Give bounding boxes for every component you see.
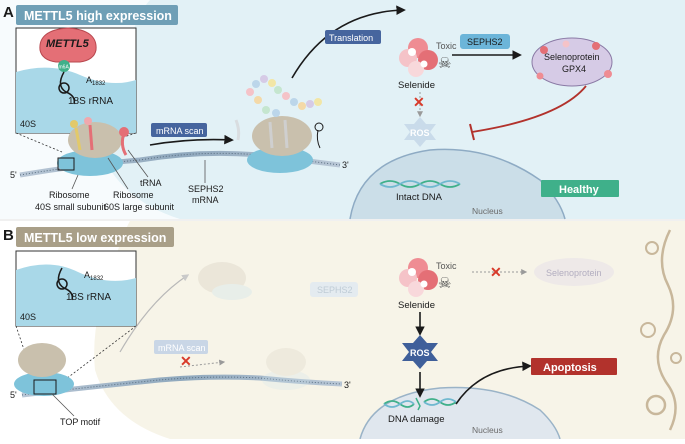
mettl5-protein xyxy=(39,27,97,63)
sephs2-box-b xyxy=(310,282,358,297)
site-a1832-a: A1832 xyxy=(86,75,106,87)
panel-a: A METTL5 high expression METTL5 m6A A183… xyxy=(0,0,685,220)
top-motif-label: TOP motif xyxy=(60,417,101,427)
dna-damage-label: DNA damage xyxy=(388,414,445,425)
trna-label: tRNA xyxy=(140,178,162,188)
dna-intact xyxy=(379,180,461,188)
ribosome-ghost xyxy=(198,262,252,300)
panel-b: B METTL5 low expression A1832 18S rRNA 4… xyxy=(0,221,685,440)
m6a-mark xyxy=(58,60,70,72)
mrna-scan-box-b xyxy=(154,340,208,354)
selenoprotein-faded xyxy=(534,258,614,286)
ros-star-a xyxy=(404,117,436,147)
panel-a-title: METTL5 high expression xyxy=(24,9,172,23)
ros-label-b: ROS xyxy=(410,348,430,358)
panel-b-title: METTL5 low expression xyxy=(24,231,166,245)
apoptosis-badge xyxy=(531,358,617,375)
ribosome-large-label: Ribosome xyxy=(113,190,154,200)
intact-dna-label: Intact DNA xyxy=(396,192,443,203)
ros-label-a: ROS xyxy=(410,128,430,138)
trna-free xyxy=(119,127,129,156)
toxic-label-a: Toxic xyxy=(436,41,457,51)
dna-damaged xyxy=(383,397,457,411)
ribosome-translating xyxy=(247,116,313,173)
skull-icon-b: ☠ xyxy=(438,275,451,292)
translation-box xyxy=(325,30,381,44)
scan-arrow-a xyxy=(149,134,234,146)
nascent-peptide xyxy=(246,75,322,117)
ribosome-large-sublabel: 60S large subunit xyxy=(104,202,175,212)
nucleus-label-a: Nucleus xyxy=(472,206,503,216)
sephs2-box-a xyxy=(460,34,510,49)
mrna-scan-box-a xyxy=(151,123,207,137)
apoptosis-label: Apoptosis xyxy=(543,362,597,374)
m6a-label: m6A xyxy=(59,65,70,71)
three-prime-b: 3' xyxy=(344,380,351,390)
panel-a-header xyxy=(16,5,178,25)
five-prime-a: 5' xyxy=(10,170,17,180)
mrna-scan-label-a: mRNA scan xyxy=(156,126,204,136)
ribosome-small-label: Ribosome xyxy=(49,190,90,200)
nucleus-a xyxy=(350,149,565,219)
site-a1832-b: A1832 xyxy=(84,270,104,282)
skull-icon: ☠ xyxy=(438,55,451,72)
ribosome-stalled xyxy=(14,343,74,396)
selenide-label-b: Selenide xyxy=(398,300,435,311)
rrna-label-b: 18S rRNA xyxy=(66,292,111,303)
healthy-label: Healthy xyxy=(559,184,600,196)
cell-b-background xyxy=(94,221,685,439)
rrna-label-a: 18S rRNA xyxy=(68,96,113,107)
ros-star-b xyxy=(402,335,438,369)
translation-label: Translation xyxy=(329,33,373,43)
gpx4-label: GPX4 xyxy=(562,64,586,74)
inset-a: METTL5 m6A A1832 18S rRNA 40S xyxy=(15,27,137,134)
mrna-scan-label-b: mRNA scan xyxy=(158,343,206,353)
sephs2-label-a: SEPHS2 xyxy=(467,37,503,47)
toxic-label-b: Toxic xyxy=(436,261,457,271)
subunit-label-a: 40S xyxy=(20,119,36,129)
apoptosis-arrow xyxy=(455,361,532,405)
panel-b-header xyxy=(16,227,174,247)
panel-a-letter: A xyxy=(3,4,14,21)
translation-arrow xyxy=(291,5,406,79)
sephs2-mrna-sublabel: mRNA xyxy=(192,195,219,205)
five-prime-b: 5' xyxy=(10,390,17,400)
sephs2-mrna-label: SEPHS2 xyxy=(188,184,224,194)
block-cross-b: ✕ xyxy=(490,264,502,280)
inset-b: A1832 18S rRNA 40S xyxy=(15,250,137,327)
subunit-label-b: 40S xyxy=(20,312,36,322)
ribosome-ghost-2 xyxy=(262,348,310,390)
selenoprotein-label-b: Selenoprotein xyxy=(546,268,602,278)
selenide-cluster-a xyxy=(399,38,438,77)
block-cross-a: ✕ xyxy=(413,94,425,110)
ribosome-small-sublabel: 40S small subunit xyxy=(35,202,107,212)
sephs2-label-b: SEPHS2 xyxy=(317,285,353,295)
ribosome-initiating xyxy=(57,117,123,176)
block-cross-scan: ✕ xyxy=(180,353,192,369)
nucleus-b xyxy=(360,387,560,439)
selenoprotein-gpx4 xyxy=(531,37,613,87)
panel-b-letter: B xyxy=(3,227,14,244)
selenide-cluster-b xyxy=(399,258,438,297)
selenide-label-a: Selenide xyxy=(398,80,435,91)
inhibition-line xyxy=(471,85,587,133)
healthy-badge xyxy=(541,180,619,197)
mettl5-label: METTL5 xyxy=(46,38,90,50)
selenoprotein-label-a: Selenoprotein xyxy=(544,52,600,62)
nucleus-label-b: Nucleus xyxy=(472,425,503,435)
three-prime-a: 3' xyxy=(342,160,349,170)
apoptotic-blebs xyxy=(640,229,682,431)
